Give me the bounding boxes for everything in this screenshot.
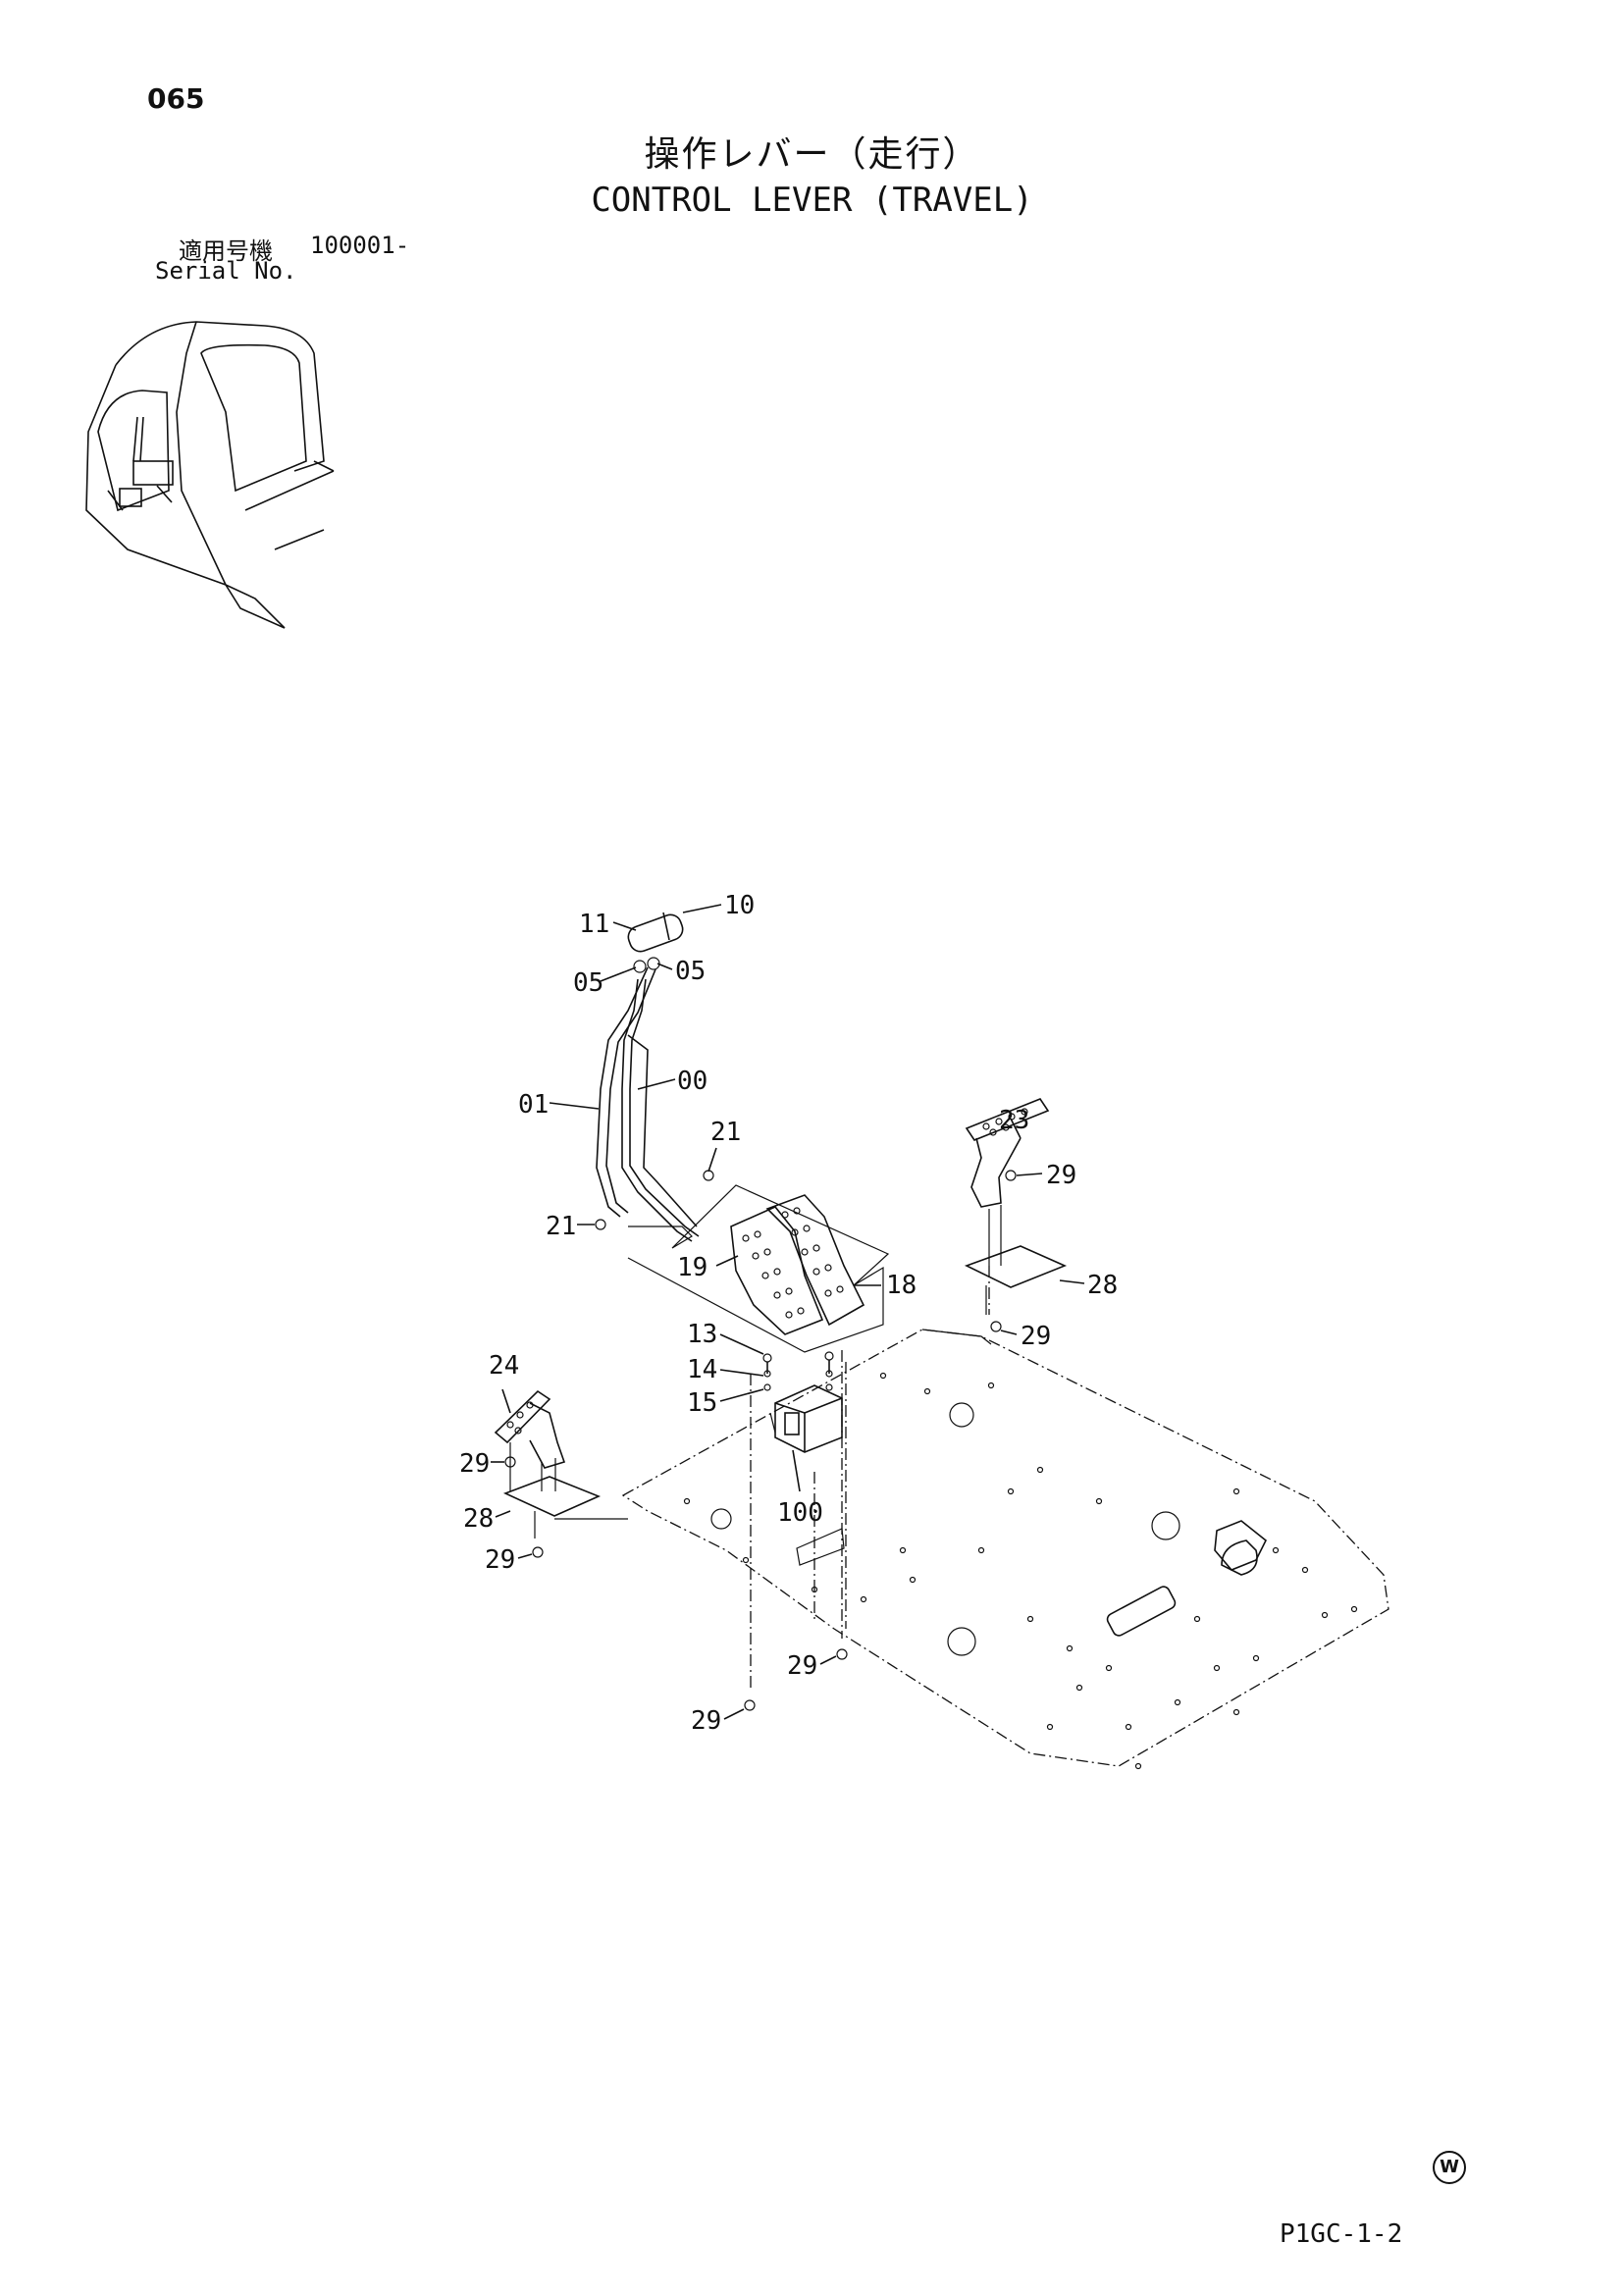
pilot-valve <box>769 1384 843 1453</box>
callout-leaders <box>491 904 1085 1720</box>
travel-lever-rods <box>596 912 700 1242</box>
callout-28-right: 28 <box>1087 1271 1118 1300</box>
callout-29-left-upper: 29 <box>459 1449 490 1479</box>
left-travel-pedal <box>494 1389 628 1539</box>
callout-11: 11 <box>579 910 609 939</box>
callout-100: 100 <box>777 1498 823 1528</box>
floor-plate <box>621 1329 1389 1770</box>
pedal-assembly <box>627 1184 890 1353</box>
callout-10: 10 <box>724 891 755 920</box>
callout-24: 24 <box>489 1351 519 1381</box>
callout-15: 15 <box>687 1388 717 1418</box>
right-travel-pedal <box>964 1098 1068 1315</box>
cab-locator-illustration <box>85 321 335 629</box>
callout-13: 13 <box>687 1320 717 1349</box>
callout-29-center: 29 <box>787 1651 817 1681</box>
callout-29-right-lower: 29 <box>1021 1322 1051 1351</box>
callout-18: 18 <box>886 1271 917 1300</box>
callout-29-right-upper: 29 <box>1046 1161 1076 1190</box>
callout-14: 14 <box>687 1355 717 1384</box>
serial-label-japanese: 適用号機 <box>179 237 273 265</box>
pedal-grip-dots <box>742 1207 844 1319</box>
callout-05-right: 05 <box>675 957 706 986</box>
callout-21-upper: 21 <box>710 1118 741 1147</box>
page-number: 065 <box>147 82 205 115</box>
callout-01: 01 <box>518 1090 549 1120</box>
callout-29-bottom: 29 <box>691 1706 721 1736</box>
callout-05-left: 05 <box>573 968 603 998</box>
callout-29-left-lower: 29 <box>485 1545 515 1575</box>
callout-19: 19 <box>677 1253 707 1282</box>
callout-21-lower: 21 <box>546 1212 576 1241</box>
callout-28-left: 28 <box>463 1504 494 1534</box>
callout-23: 23 <box>999 1106 1029 1135</box>
page-title-english: CONTROL LEVER (TRAVEL) <box>591 181 1033 220</box>
assembly-centerlines <box>750 1266 990 1688</box>
w-mark: W <box>1433 2151 1466 2184</box>
callout-00: 00 <box>677 1067 707 1096</box>
serial-label-english: Serial No. <box>155 257 297 285</box>
serial-number-value: 100001- <box>310 232 410 259</box>
bolts <box>504 1170 1017 1711</box>
figure-code: P1GC-1-2 <box>1280 2219 1403 2249</box>
page-title-japanese: 操作レバー（走行） <box>644 134 980 175</box>
